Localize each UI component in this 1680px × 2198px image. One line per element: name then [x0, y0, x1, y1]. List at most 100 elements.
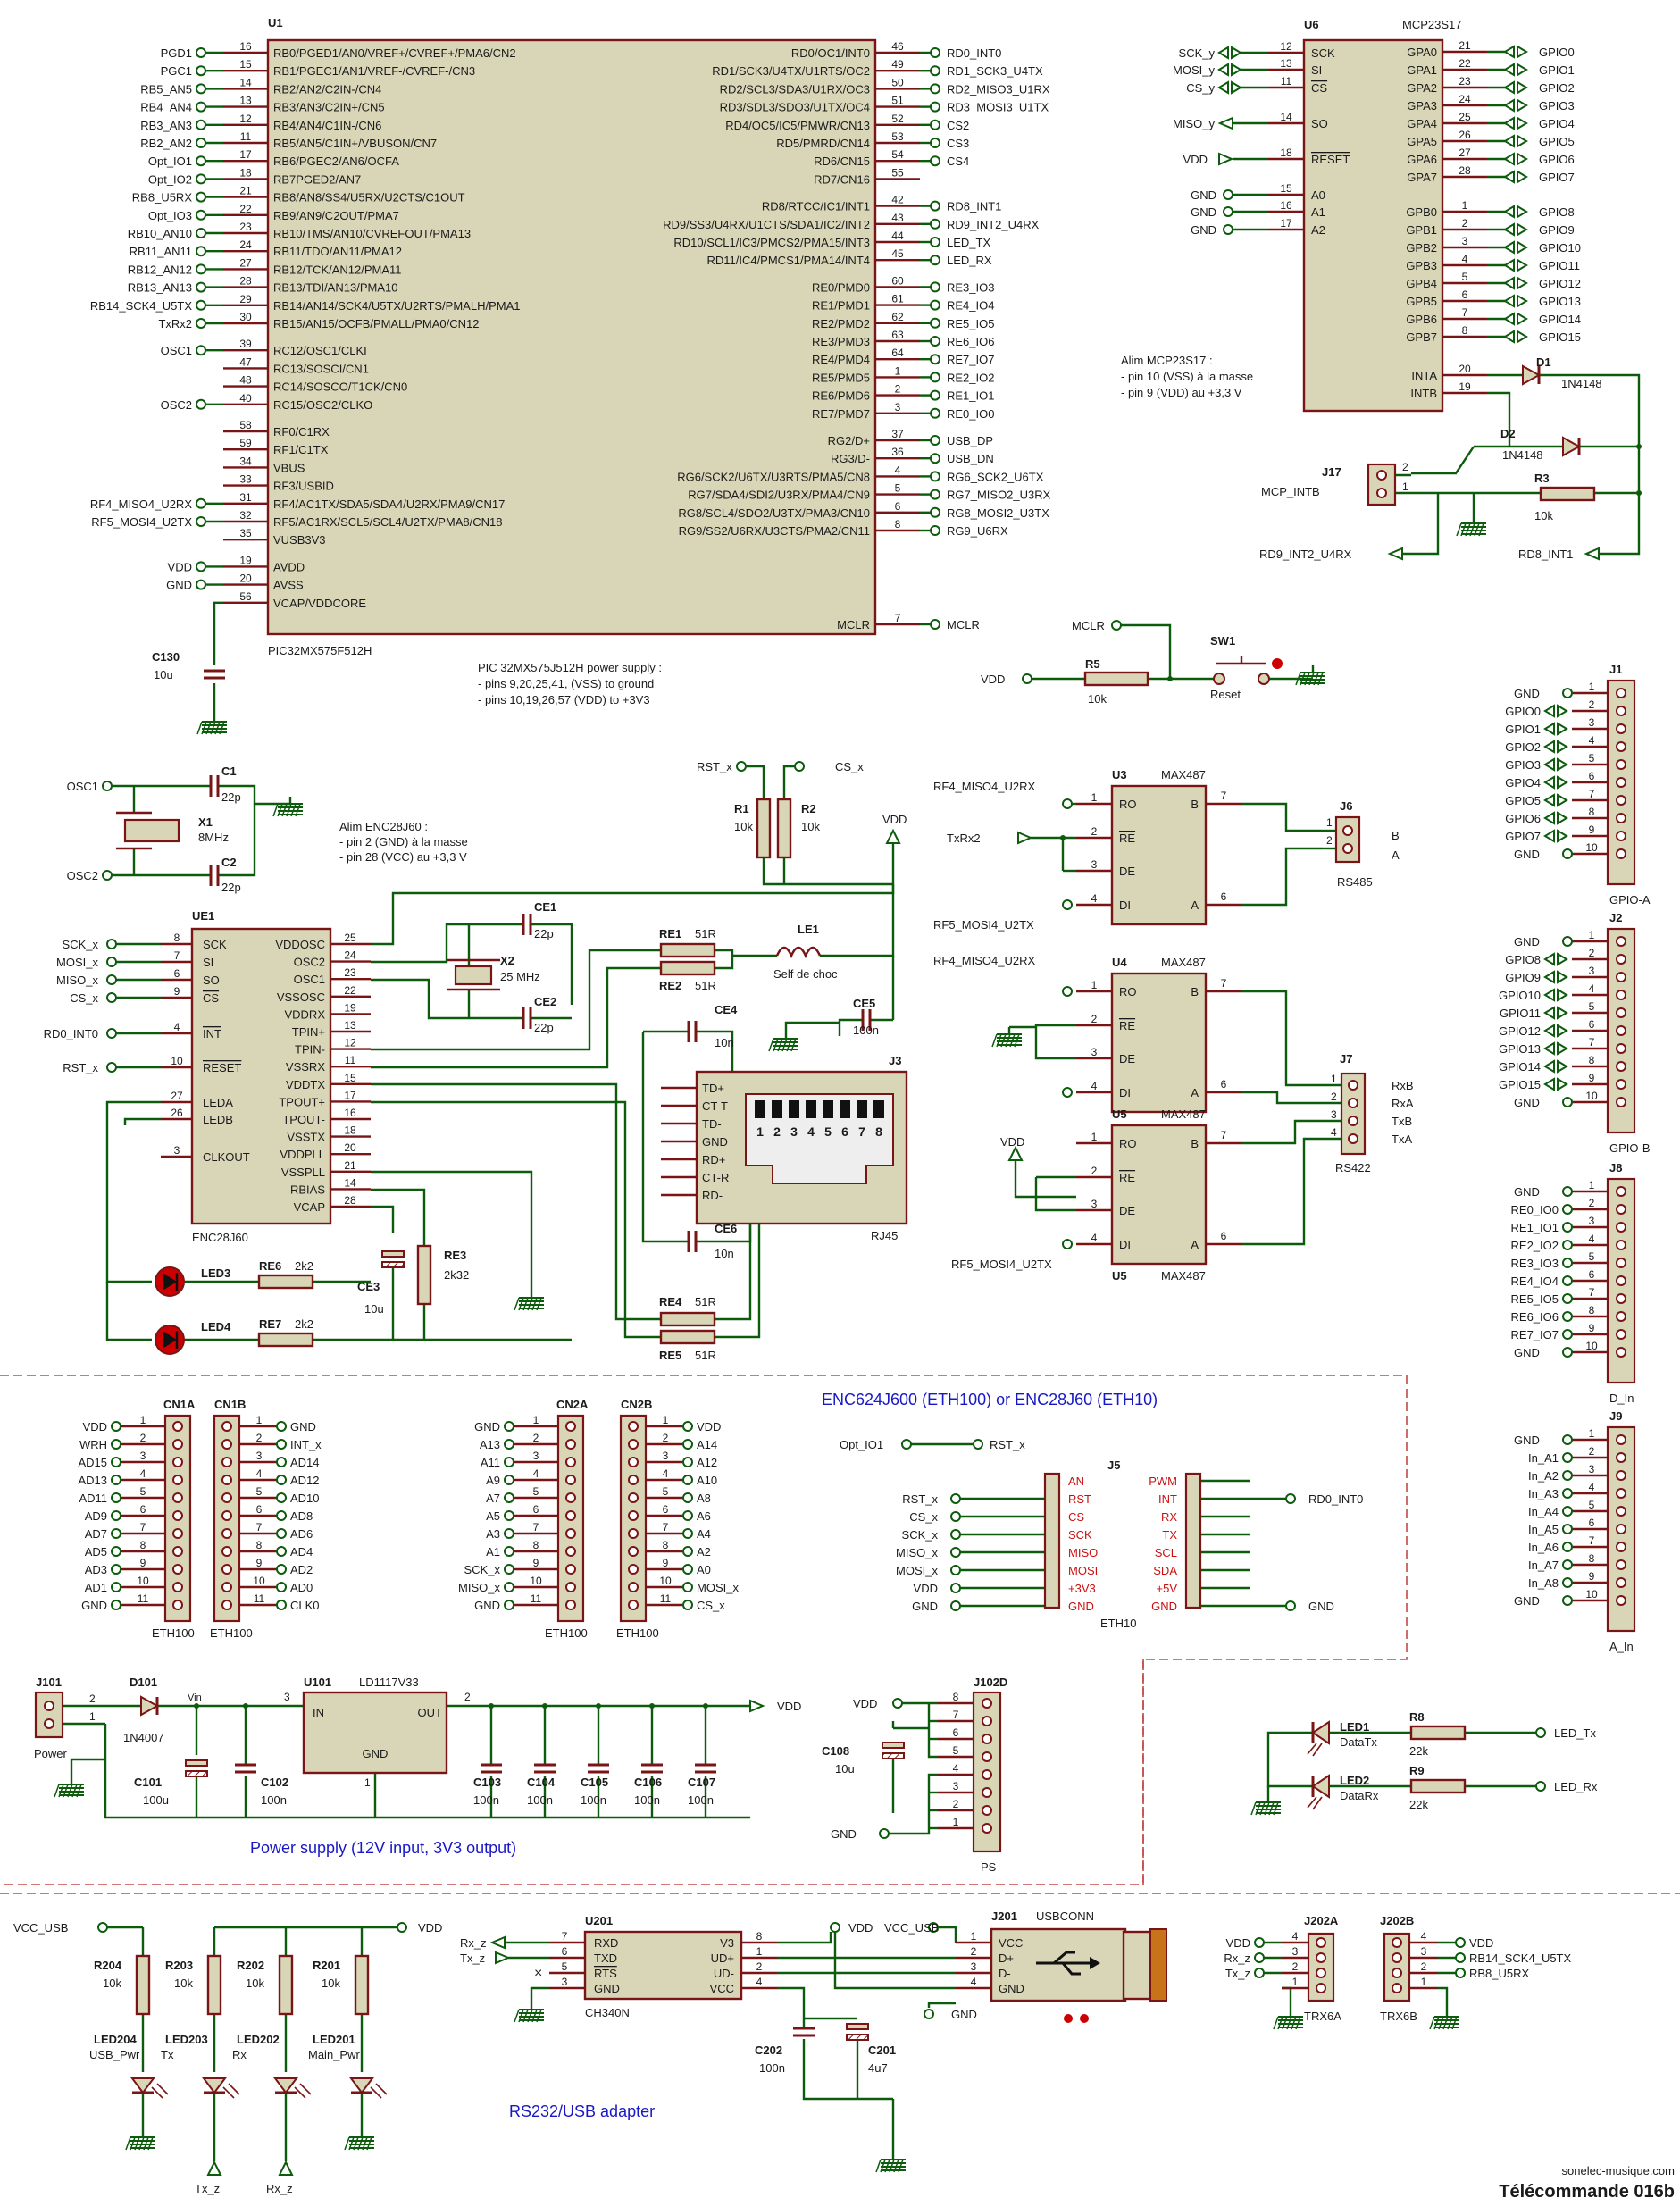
ground-hatch	[1429, 2016, 1435, 2030]
wire	[105, 1100, 161, 1283]
u1-net-terminal	[196, 209, 206, 221]
vin-label: Vin	[188, 1692, 202, 1703]
d101-ref: D101	[130, 1676, 157, 1689]
header-pin	[628, 1582, 639, 1592]
u4-terminal	[1062, 1087, 1073, 1098]
header-pin	[565, 1510, 576, 1521]
header-pin	[172, 1546, 183, 1557]
usb-res-ref: R201	[313, 1959, 340, 1972]
u1-pin-fn: RC14/SOSCO/T1CK/CN0	[273, 380, 407, 394]
wire	[927, 2002, 956, 2008]
rst-terminal	[736, 761, 747, 772]
u6-gpio-port	[1517, 63, 1528, 77]
u1-net-terminal	[196, 155, 206, 167]
u1-net: USB_DN	[947, 452, 994, 465]
usb-res-ref: R203	[165, 1959, 193, 1972]
ue1-pin-num: 19	[344, 1001, 356, 1014]
led-ray	[222, 2086, 235, 2099]
j9-pin-num: 2	[1589, 1445, 1595, 1458]
led-body	[1311, 1774, 1330, 1799]
ground-hatch	[1313, 672, 1319, 686]
header-pin-num: 11	[254, 1592, 265, 1605]
ground-hatch	[1273, 1801, 1279, 1816]
psu-decoupling-cap	[641, 1763, 663, 1774]
u1-pin-fn: RB9/AN9/C2OUT/PMA7	[273, 209, 399, 222]
j8-terminal	[1562, 1204, 1573, 1215]
usb-pin-num: 2	[971, 1945, 977, 1958]
u1-pin-num: 50	[891, 76, 904, 88]
u1-net: RD1_SCK3_U4TX	[947, 64, 1043, 78]
j7-pin-name: TxA	[1392, 1132, 1412, 1146]
ground-hatch	[531, 2009, 538, 2023]
ground-hatch	[130, 2136, 136, 2151]
header-pin-num: 8	[663, 1539, 669, 1551]
j9-pin	[1616, 1452, 1626, 1463]
header-net: AD5	[85, 1545, 107, 1559]
rj45-contact-num: 2	[773, 1124, 781, 1139]
header-terminal	[504, 1439, 514, 1450]
u1-net: RE2_IO2	[947, 371, 994, 384]
ground-hatch	[344, 2136, 350, 2151]
d2-ref: D2	[1500, 427, 1516, 440]
u6-pin-num: 13	[1280, 57, 1292, 70]
j8-terminal	[1562, 1258, 1573, 1268]
trx-pin-num: 1	[1292, 1976, 1299, 1988]
cap-plate	[882, 1742, 905, 1749]
u1-net-terminal	[930, 281, 940, 293]
header-terminal	[276, 1600, 287, 1610]
u6-port	[1231, 46, 1242, 60]
diode-body	[140, 1695, 160, 1717]
header-terminal	[276, 1492, 287, 1503]
max-pin-fn: A	[1191, 898, 1199, 912]
ground-hatch	[366, 2136, 372, 2151]
x1-value: 8MHz	[198, 831, 229, 844]
u1-pin-fn: RB1/PGEC1/AN1/VREF-/CVREF-/CN3	[273, 64, 475, 78]
u1-pin-num: 31	[239, 491, 252, 504]
u1-pin-fn: RG9/SS2/U6RX/U3CTS/PMA2/CN11	[679, 524, 870, 538]
j2-pin-num: 1	[1589, 929, 1595, 941]
ch340-pin-num: 5	[562, 1960, 568, 1973]
wire	[938, 1926, 957, 1943]
vdd-net: VDD	[981, 673, 1005, 686]
u6-pin-fn: A2	[1311, 223, 1325, 237]
header-pin-num: 11	[531, 1592, 542, 1605]
header-pin	[172, 1492, 183, 1503]
u6-pin-fn: GPB5	[1406, 295, 1437, 308]
j1-pin-num: 4	[1589, 734, 1595, 747]
header-pin-num: 5	[663, 1485, 669, 1498]
wire	[1121, 623, 1172, 679]
max-pin-num: 1	[1091, 1131, 1098, 1143]
wire	[371, 1100, 661, 1339]
ch340-pin-num: 3	[562, 1976, 568, 1988]
ground-hatch	[1442, 2016, 1449, 2030]
u6-pin-fn: INTA	[1411, 369, 1437, 382]
u6-gpio-port	[1517, 152, 1528, 166]
u1-net: RD8_INT1	[947, 200, 1001, 213]
ch340-pin-num: 6	[562, 1945, 568, 1958]
j5-net: RST_x	[902, 1492, 938, 1506]
trx-pin-num: 3	[1292, 1945, 1299, 1958]
max-pin-fn: RO	[1119, 798, 1137, 811]
rxz2-net: Rx_z	[460, 1936, 487, 1950]
u1-pin-num: 13	[239, 95, 252, 107]
u1-net: GND	[166, 579, 192, 592]
u1-net: RB14_SCK4_U5TX	[90, 299, 192, 313]
j6-ref: J6	[1340, 799, 1352, 813]
j7-pin-num: 3	[1331, 1108, 1337, 1121]
j8-net: RE3_IO3	[1511, 1257, 1559, 1270]
j1-pin-num: 1	[1589, 681, 1595, 693]
j2-terminal	[1562, 936, 1573, 947]
ce3-value: 10u	[364, 1302, 384, 1316]
u3-net: RF5_MOSI4_U2TX	[933, 918, 1034, 932]
u6-gpio-port	[1503, 240, 1515, 255]
u6-gpio-port	[1517, 240, 1528, 255]
j6-pin-num: 1	[1326, 816, 1333, 829]
j7-pin-name: RxA	[1392, 1097, 1414, 1110]
re5-ref: RE5	[659, 1349, 681, 1362]
header-pin	[565, 1421, 576, 1432]
u6-pin-num: 1	[1462, 199, 1468, 212]
u1-pin-fn: RB2/AN2/C2IN-/CN4	[273, 82, 381, 96]
usb-led-label: USB_Pwr	[89, 2048, 140, 2061]
u6-pin-fn: GPA3	[1407, 99, 1437, 113]
u1-pin-num: 55	[891, 166, 904, 179]
